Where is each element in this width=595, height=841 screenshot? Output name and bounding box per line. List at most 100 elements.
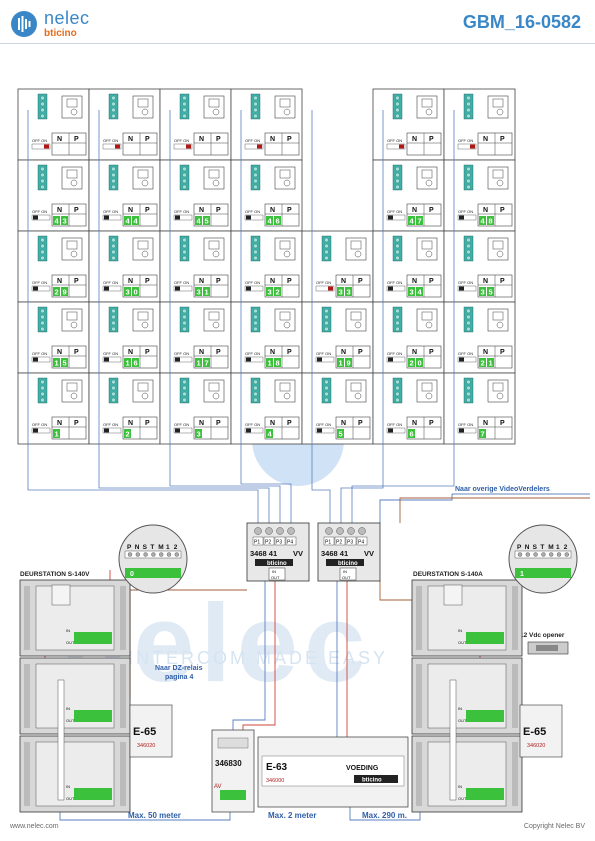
terminal-n-label: N bbox=[412, 420, 417, 427]
terminal-n-label: N bbox=[128, 207, 133, 214]
zoom-terminal-letter: S bbox=[143, 544, 148, 551]
terminal-p-label: P bbox=[74, 420, 79, 427]
switch-label: OFF ON bbox=[458, 351, 473, 356]
zoom-terminal-letter: 2 bbox=[564, 544, 568, 551]
apartment-number: 7 bbox=[418, 217, 422, 226]
apartment-number: 3 bbox=[126, 288, 130, 297]
apartment-number: 8 bbox=[276, 359, 280, 368]
distributor-out: OUT bbox=[271, 575, 280, 580]
apartment-number: 4 bbox=[197, 217, 202, 226]
terminal-n-label: N bbox=[483, 349, 488, 356]
apartment-number: 3 bbox=[339, 288, 343, 297]
terminal-n-label: N bbox=[341, 420, 346, 427]
apartment-number: 0 bbox=[418, 359, 422, 368]
switch-label: OFF ON bbox=[174, 422, 189, 427]
apartment-number: 3 bbox=[268, 288, 272, 297]
terminal-p-label: P bbox=[216, 278, 221, 285]
terminal-n-label: N bbox=[57, 349, 62, 356]
apartment-number: 5 bbox=[63, 359, 67, 368]
distributor-port-label: P4 bbox=[287, 540, 293, 546]
e63-code: 346000 bbox=[266, 778, 284, 784]
terminal-p-label: P bbox=[74, 349, 79, 356]
zoom-terminal-letter: N bbox=[525, 544, 530, 551]
terminal-p-label: P bbox=[145, 278, 150, 285]
terminal-p-label: P bbox=[145, 349, 150, 356]
terminal-n-label: N bbox=[483, 136, 488, 143]
terminal-n-label: N bbox=[270, 136, 275, 143]
terminal-p-label: P bbox=[74, 278, 79, 285]
max-290-label: Max. 290 m. bbox=[362, 811, 407, 820]
terminal-p-label: P bbox=[216, 420, 221, 427]
zoom-terminal-letter: M bbox=[548, 544, 553, 551]
switch-label: OFF ON bbox=[174, 209, 189, 214]
doc-code: GBM_16-0582 bbox=[462, 12, 581, 32]
opener-label: 12 Vdc opener bbox=[520, 632, 565, 639]
footer-copyright: Copyright Nelec BV bbox=[523, 823, 585, 830]
distributor-port-label: P3 bbox=[347, 540, 353, 546]
terminal-p-label: P bbox=[287, 278, 292, 285]
door-in-label: IN bbox=[458, 628, 462, 633]
apartment-number: 1 bbox=[197, 359, 201, 368]
e65-left-module: E-65 346020 bbox=[129, 704, 173, 758]
apartment-number: 4 bbox=[134, 217, 139, 226]
module-av: AV bbox=[214, 784, 222, 790]
apartment-number: 1 bbox=[55, 359, 59, 368]
switch-label: OFF ON bbox=[174, 280, 189, 285]
terminal-p-label: P bbox=[429, 136, 434, 143]
door-out-label: OUT bbox=[66, 796, 75, 801]
switch-label: OFF ON bbox=[32, 280, 47, 285]
terminal-p-label: P bbox=[358, 349, 363, 356]
apartment-unit: N P OFF ON 1 bbox=[17, 372, 90, 445]
zoom-terminal-letter: P bbox=[127, 544, 132, 551]
terminal-n-label: N bbox=[199, 278, 204, 285]
dz-relay-label: Naar DZ-relais bbox=[155, 665, 203, 672]
apartment-number: 7 bbox=[481, 430, 485, 439]
other-distributors-label: Naar overige VideoVerdelers bbox=[455, 486, 550, 493]
door-out-label: OUT bbox=[66, 718, 75, 723]
footer-website: www.nelec.com bbox=[10, 823, 59, 830]
zoom-terminal-letter: T bbox=[540, 544, 544, 551]
nelec-logo-icon bbox=[11, 11, 37, 37]
terminal-p-label: P bbox=[145, 207, 150, 214]
apartment-number: 1 bbox=[205, 288, 209, 297]
distributor-brand: bticino bbox=[338, 561, 358, 567]
distributor-in: IN bbox=[343, 569, 347, 574]
switch-label: OFF ON bbox=[174, 138, 189, 143]
terminal-n-label: N bbox=[57, 207, 62, 214]
apartment-number: 1 bbox=[55, 430, 59, 439]
distributor-port-label: P3 bbox=[276, 540, 282, 546]
distributor-port-label: P2 bbox=[265, 540, 271, 546]
switch-label: OFF ON bbox=[316, 351, 331, 356]
apartment-number: 8 bbox=[489, 217, 493, 226]
apartment-number: 3 bbox=[63, 217, 67, 226]
zoom-right-value: 1 bbox=[520, 571, 524, 578]
terminal-n-label: N bbox=[128, 349, 133, 356]
apartment-number: 4 bbox=[418, 288, 423, 297]
e65-left-name: E-65 bbox=[133, 726, 156, 738]
terminal-n-label: N bbox=[199, 136, 204, 143]
terminal-p-label: P bbox=[429, 349, 434, 356]
switch-label: OFF ON bbox=[32, 422, 47, 427]
zoom-left-value: 0 bbox=[130, 571, 134, 578]
terminal-n-label: N bbox=[57, 420, 62, 427]
dz-relay-page: pagina 4 bbox=[165, 674, 194, 681]
apartment-number: 2 bbox=[276, 288, 280, 297]
switch-label: OFF ON bbox=[387, 422, 402, 427]
terminal-n-label: N bbox=[412, 349, 417, 356]
apartment-number: 4 bbox=[55, 217, 60, 226]
terminal-n-label: N bbox=[199, 420, 204, 427]
apartment-number: 4 bbox=[126, 217, 131, 226]
